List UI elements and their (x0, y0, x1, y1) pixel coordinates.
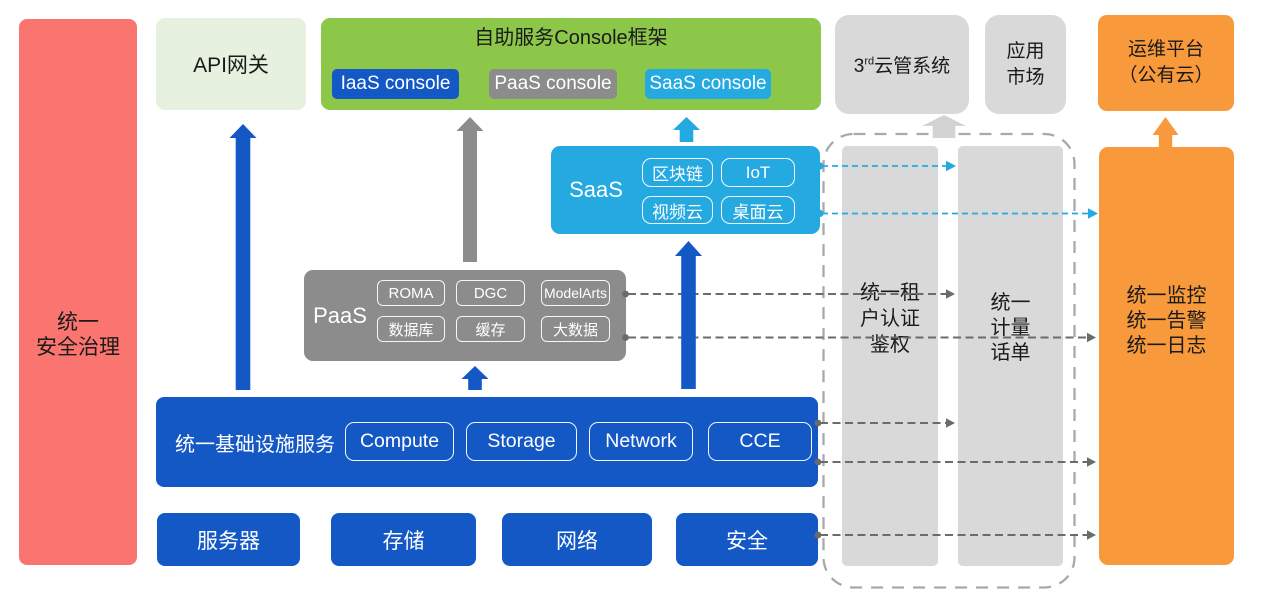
ops-platform-label: 运维平台 （公有云） (1118, 39, 1214, 86)
saas-item-desktop-cloud: 桌面云 (721, 196, 795, 224)
ops-monitor-column: 统一监控 统一告警 统一日志 (1099, 147, 1234, 565)
api-gateway-label: API网关 (193, 54, 269, 77)
ops-platform-box: 运维平台 （公有云） (1098, 15, 1234, 111)
saas-item-video-cloud: 视频云 (642, 196, 713, 224)
infra-item-compute: Compute (345, 422, 454, 461)
ops-monitor-label: 统一监控 统一告警 统一日志 (1126, 285, 1207, 357)
saas-to-console-arrow (673, 117, 700, 142)
app-market-label: 应用 市场 (1006, 40, 1045, 88)
console-frame-box: 自助服务Console框架 IaaS console PaaS console … (321, 18, 821, 110)
saas-item-iot: IoT (721, 158, 795, 187)
paas-item-cache: 缓存 (456, 316, 525, 342)
paas-console-chip: PaaS console (489, 69, 617, 99)
security-governance-label: 统一 安全治理 (36, 311, 120, 359)
paas-item-dgc: DGC (456, 280, 525, 306)
third-party-cloud-label: 3rd云管系统 (853, 55, 951, 77)
ops-to-platform-arrow (1152, 117, 1179, 148)
tenant-auth-label: 统一租 户认证 鉴权 (860, 282, 920, 356)
api-gateway-box: API网关 (156, 18, 306, 110)
iaas-console-chip: IaaS console (332, 69, 459, 99)
hardware-security-box: 安全 (676, 513, 818, 566)
infra-to-paas-arrow (461, 366, 489, 390)
group-to-thirdparty-arrow (922, 115, 966, 138)
paas-box: PaaS ROMA DGC ModelArts 数据库 缓存 大数据 (304, 270, 626, 361)
paas-item-bigdata: 大数据 (541, 316, 610, 342)
infrastructure-label: 统一基础设施服务 (175, 433, 335, 456)
paas-item-roma: ROMA (377, 280, 445, 306)
infrastructure-bar: 统一基础设施服务 Compute Storage Network CCE (156, 397, 818, 487)
security-governance-bar: 统一 安全治理 (19, 19, 137, 565)
infra-to-saas-arrow (675, 241, 702, 389)
third-party-cloud-box: 3rd云管系统 (835, 15, 969, 114)
paas-to-console-arrow (456, 117, 484, 262)
saas-item-blockchain: 区块链 (642, 158, 713, 187)
billing-label: 统一 计量 话单 (990, 292, 1031, 364)
billing-column: 统一 计量 话单 (958, 146, 1063, 566)
infra-item-network: Network (589, 422, 693, 461)
saas-console-chip: SaaS console (645, 69, 771, 99)
infra-item-cce: CCE (708, 422, 812, 461)
paas-label: PaaS (313, 302, 367, 328)
infra-to-api-arrow (229, 124, 257, 390)
saas-label: SaaS (569, 177, 623, 202)
console-frame-title: 自助服务Console框架 (474, 27, 668, 49)
infra-item-storage: Storage (466, 422, 577, 461)
paas-item-database: 数据库 (377, 316, 445, 342)
paas-item-modelarts: ModelArts (541, 280, 610, 306)
saas-box: SaaS 区块链 IoT 视频云 桌面云 (551, 146, 820, 234)
hardware-network-box: 网络 (502, 513, 652, 566)
hardware-storage-box: 存储 (331, 513, 476, 566)
tenant-auth-column: 统一租 户认证 鉴权 (842, 146, 938, 566)
hardware-server-box: 服务器 (157, 513, 300, 566)
app-market-box: 应用 市场 (985, 15, 1066, 114)
